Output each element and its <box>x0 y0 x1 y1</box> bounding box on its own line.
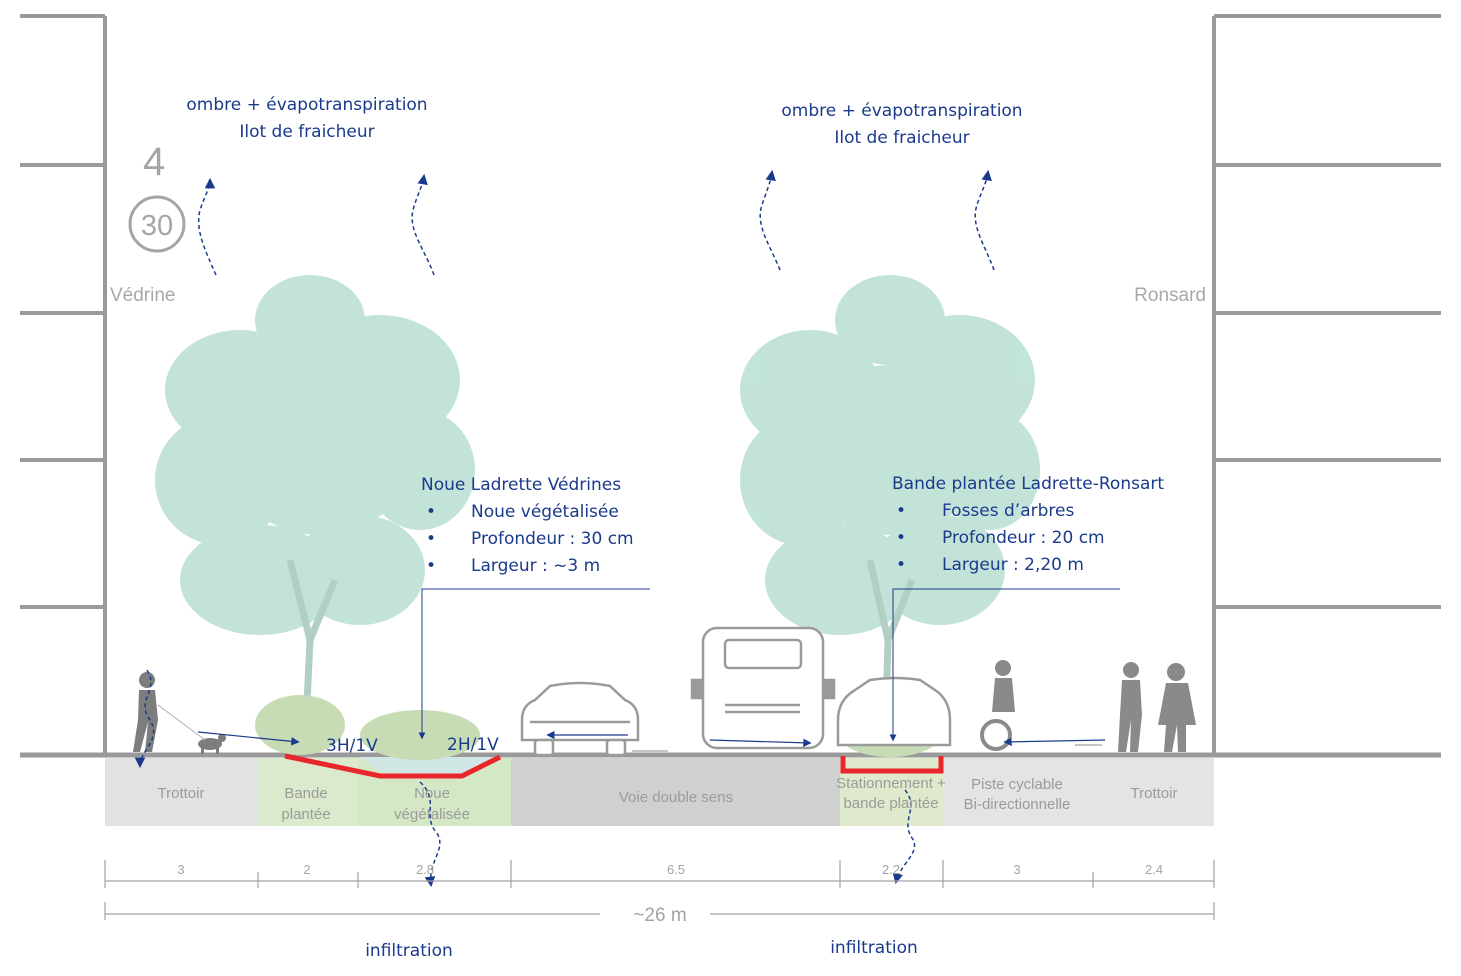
evapotranspiration-arrows <box>134 169 995 888</box>
building-left <box>20 14 107 755</box>
zone-label-piste-line2: Bi-directionnelle <box>964 796 1071 813</box>
speed-limit-value: 30 <box>141 210 173 242</box>
infiltration-left-label: infiltration <box>365 941 453 961</box>
svg-text:•: • <box>896 501 906 521</box>
noue-bullets: • Noue végétalisée • Profondeur : 30 cm … <box>426 502 634 576</box>
zone-label-trottoir-right: Trottoir <box>1131 785 1178 802</box>
building-right <box>1212 14 1441 755</box>
noue-title: Noue Ladrette Védrines <box>421 475 621 495</box>
dim-trottoir-left: 3 <box>177 862 184 877</box>
dim-trottoir-right: 2.4 <box>1145 862 1163 877</box>
pedestrians-right-icon <box>1118 662 1196 752</box>
cyclist-icon <box>980 660 1015 751</box>
street-name-left: Védrine <box>110 285 176 306</box>
pedestrian-with-dog-icon <box>133 672 226 754</box>
noue-profile-line <box>284 753 502 779</box>
climate-left-line1: ombre + évapotranspiration <box>186 95 427 115</box>
dim-piste: 3 <box>1013 862 1020 877</box>
slope-right-label: 2H/1V <box>447 735 499 755</box>
zone-label-piste-line1: Piste cyclable <box>971 776 1063 793</box>
total-width-label: ~26 m <box>633 905 686 926</box>
zone-label-bande-line1: Bande <box>284 785 327 802</box>
noue-bullet-1: Noue végétalisée <box>471 502 619 522</box>
svg-text:•: • <box>426 529 436 549</box>
svg-text:•: • <box>426 556 436 576</box>
runoff-flow-arrows <box>197 730 1106 747</box>
bande-title: Bande plantée Ladrette-Ronsart <box>892 474 1164 494</box>
zone-label-stationnement-line1: Stationnement + <box>836 775 946 792</box>
street-name-right: Ronsard <box>1134 285 1206 306</box>
bande-bullet-3: Largeur : 2,20 m <box>942 555 1084 575</box>
climate-right-line1: ombre + évapotranspiration <box>781 101 1022 121</box>
zone-label-noue-line1: Noue <box>414 785 450 802</box>
bande-bullets: • Fosses d’arbres • Profondeur : 20 cm •… <box>896 501 1105 575</box>
car-icon <box>520 681 640 757</box>
dim-stationnement: 2.2 <box>882 862 900 877</box>
callout-leaders <box>418 588 1120 742</box>
svg-text:•: • <box>896 528 906 548</box>
slope-left-label: 3H/1V <box>326 736 378 756</box>
zone-label-trottoir-left: Trottoir <box>158 785 205 802</box>
tree-pit-profile-line <box>840 756 944 774</box>
svg-text:•: • <box>426 502 436 522</box>
svg-text:•: • <box>896 555 906 575</box>
bus-icon <box>690 626 836 750</box>
noue-water <box>360 757 498 776</box>
tree-right <box>740 275 1040 746</box>
floors-label: 4 <box>143 140 165 184</box>
zone-label-bande-line2: plantée <box>281 806 330 823</box>
bande-bullet-2: Profondeur : 20 cm <box>942 528 1105 548</box>
dimension-values: 3 2 2.8 6.5 2.2 3 2.4 <box>177 862 1163 877</box>
dim-voie: 6.5 <box>667 862 685 877</box>
zone-bands <box>105 758 1214 826</box>
zone-labels: Trottoir Bande plantée Noue végétalisée … <box>158 775 1178 823</box>
infiltration-right-label: infiltration <box>830 938 918 958</box>
dim-noue: 2.8 <box>416 862 434 877</box>
total-width-line <box>104 902 1215 920</box>
zone-label-noue-line2: végétalisée <box>394 806 470 823</box>
zone-label-stationnement-line2: bande plantée <box>843 795 938 812</box>
bande-bullet-1: Fosses d’arbres <box>942 501 1074 521</box>
tree-left <box>155 275 475 746</box>
dimension-line <box>104 860 1215 888</box>
parked-car-icon <box>836 676 952 747</box>
speed-limit-sign-icon: 30 <box>128 195 186 253</box>
grey-flow-arrows <box>632 744 1102 752</box>
climate-left-line2: Ilot de fraicheur <box>239 122 374 142</box>
climate-right-line2: Ilot de fraicheur <box>834 128 969 148</box>
noue-bullet-3: Largeur : ~3 m <box>471 556 600 576</box>
dim-bande: 2 <box>303 862 310 877</box>
zone-label-voie: Voie double sens <box>619 789 733 806</box>
noue-bullet-2: Profondeur : 30 cm <box>471 529 634 549</box>
